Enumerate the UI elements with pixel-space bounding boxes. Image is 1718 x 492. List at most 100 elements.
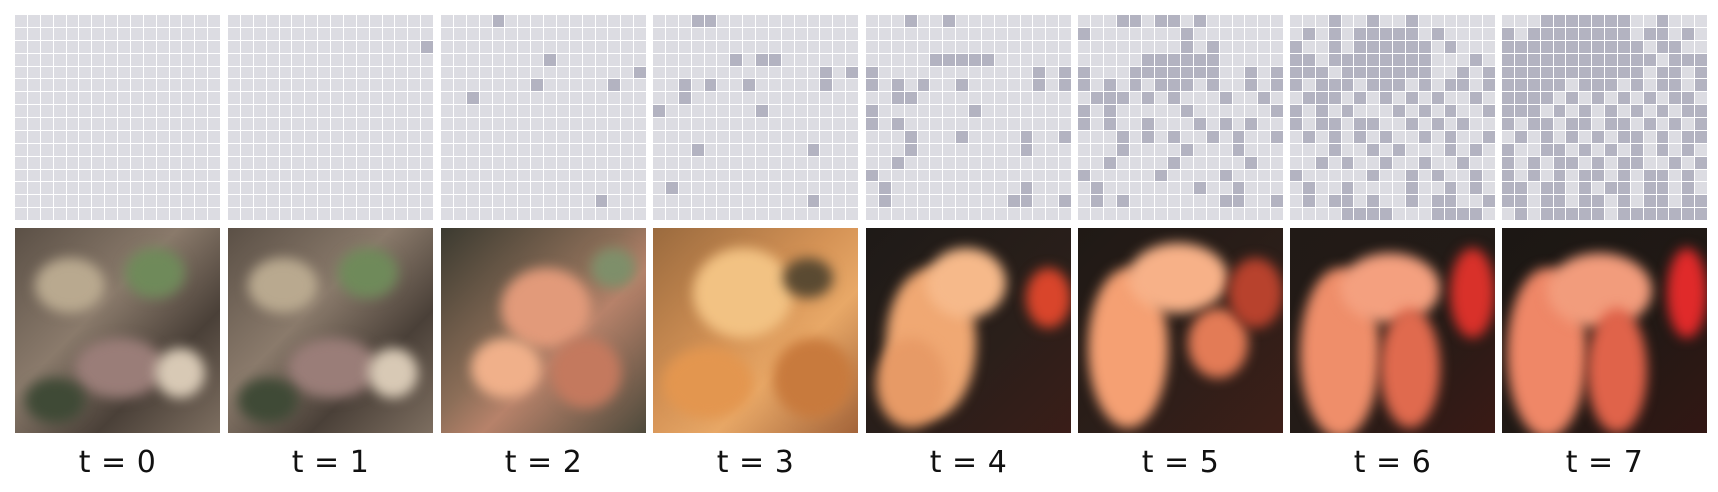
grid-cell [1116, 156, 1129, 169]
grid-cell [1431, 182, 1444, 195]
grid-cell [240, 118, 253, 130]
grid-cell [1470, 118, 1483, 130]
grid-cell-masked [1271, 105, 1283, 117]
grid-cell-masked [1444, 105, 1457, 117]
grid-cell [743, 156, 755, 169]
grid-cell [492, 66, 505, 79]
grid-cell [1168, 105, 1180, 117]
grid-cell [453, 169, 466, 182]
grid-cell [582, 130, 595, 143]
grid-cell [369, 15, 382, 27]
grid-cell [1630, 15, 1643, 27]
grid-cell [1367, 182, 1380, 195]
grid-cell-masked [1682, 169, 1695, 182]
grid-cell-masked [1354, 208, 1367, 220]
grid-cell [1090, 66, 1103, 79]
grid-cell [878, 40, 891, 53]
grid-cell [717, 156, 730, 169]
grid-cell [794, 143, 807, 156]
grid-cell-masked [1418, 79, 1431, 92]
grid-cell [1302, 143, 1315, 156]
grid-cell [118, 182, 130, 195]
grid-cell [279, 130, 292, 143]
grid-cell [92, 118, 105, 130]
grid-cell-masked [1168, 92, 1180, 105]
grid-cell [981, 130, 994, 143]
grid-cell-masked [1605, 79, 1617, 92]
image-shape [155, 348, 205, 398]
grid-cell [1354, 143, 1367, 156]
grid-cell-masked [1695, 53, 1707, 66]
grid-cell-masked [1566, 156, 1579, 169]
grid-cell [569, 27, 582, 40]
grid-cell [40, 118, 53, 130]
grid-cell [1245, 169, 1258, 182]
grid-cell [66, 118, 79, 130]
grid-cell [956, 169, 968, 182]
grid-cell [1617, 143, 1630, 156]
grid-cell [730, 195, 743, 208]
grid-cell [228, 143, 240, 156]
grid-cell [453, 66, 466, 79]
grid-cell [704, 66, 717, 79]
grid-cell [408, 118, 421, 130]
grid-cell [279, 15, 292, 27]
grid-cell [756, 66, 768, 79]
grid-cell [105, 79, 117, 92]
grid-cell [1258, 66, 1271, 79]
grid-cell [1643, 143, 1656, 156]
grid-cell-masked [1168, 79, 1180, 92]
grid-cell [479, 27, 492, 40]
grid-cell [634, 118, 646, 130]
grid-cell [1116, 66, 1129, 79]
grid-cell [807, 208, 820, 220]
grid-cell [1258, 143, 1271, 156]
grid-cell [408, 130, 421, 143]
grid-cell [195, 79, 208, 92]
grid-cell [240, 143, 253, 156]
grid-cell [1116, 182, 1129, 195]
grid-cell-masked [1341, 66, 1354, 79]
grid-cell [1271, 182, 1283, 195]
grid-cell [833, 182, 846, 195]
grid-cell [1315, 27, 1328, 40]
grid-cell-masked [1514, 130, 1527, 143]
grid-cell [1155, 105, 1168, 117]
grid-cell-masked [1592, 53, 1604, 66]
grid-cell [156, 195, 169, 208]
grid-cell [544, 92, 556, 105]
grid-cell [1007, 27, 1020, 40]
grid-cell [634, 156, 646, 169]
grid-cell-masked [1155, 169, 1168, 182]
grid-cell-masked [1328, 79, 1341, 92]
grid-cell [343, 15, 356, 27]
grid-cell-masked [1483, 130, 1495, 143]
grid-cell [505, 66, 518, 79]
grid-cell [1470, 156, 1483, 169]
grid-cell-masked [1579, 208, 1592, 220]
grid-cell [1020, 118, 1033, 130]
grid-cell [79, 182, 92, 195]
grid-cell [1206, 105, 1219, 117]
grid-cell [1380, 15, 1392, 27]
grid-cell [156, 40, 169, 53]
grid-cell [595, 66, 608, 79]
grid-cell [369, 182, 382, 195]
grid-cell [704, 118, 717, 130]
grid-cell [40, 15, 53, 27]
grid-cell [917, 105, 930, 117]
generated-image [1502, 228, 1707, 433]
grid-cell [1470, 66, 1483, 79]
grid-cell [318, 53, 330, 66]
token-mask-grid [15, 15, 220, 220]
grid-cell [518, 169, 531, 182]
grid-cell-masked [1682, 92, 1695, 105]
grid-cell [92, 143, 105, 156]
grid-cell [904, 40, 917, 53]
grid-cell [1418, 208, 1431, 220]
grid-cell [195, 156, 208, 169]
grid-cell [240, 15, 253, 27]
grid-cell [1059, 118, 1071, 130]
grid-cell [1470, 15, 1483, 27]
grid-cell [27, 195, 40, 208]
